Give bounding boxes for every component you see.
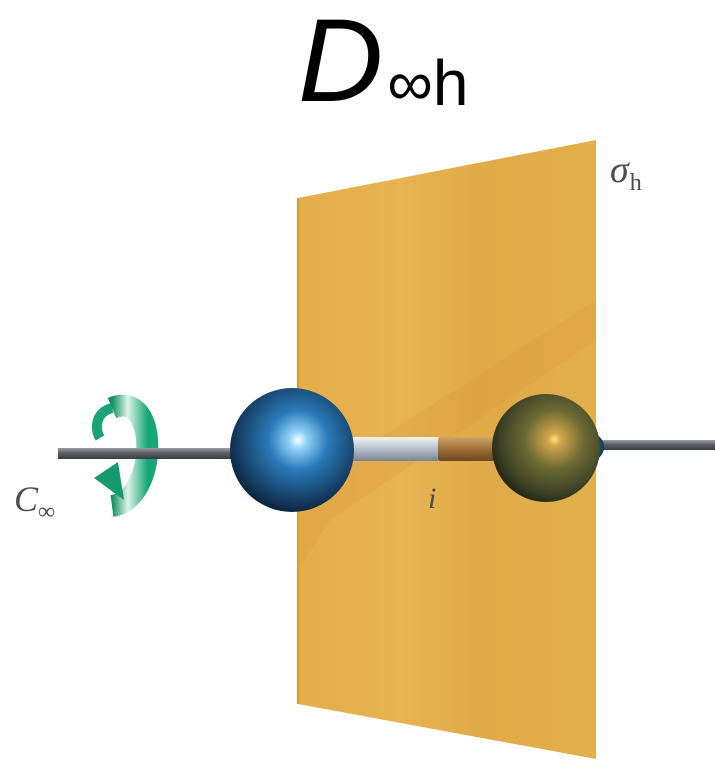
inversion-center-label: i — [428, 482, 437, 515]
rotation-arrow-front — [91, 403, 114, 441]
rotation-arrowhead-icon — [94, 462, 124, 500]
bond-left-half — [346, 437, 440, 461]
atom-right — [492, 394, 600, 502]
mirror-plane-label: σh — [610, 148, 642, 196]
sigma-subscript: h — [629, 170, 642, 196]
point-group-title: D∞h — [298, 2, 468, 120]
axis-symbol: C — [14, 479, 39, 519]
axis-rod-right — [590, 440, 715, 450]
title-main: D — [298, 0, 384, 127]
plane-shadow — [298, 300, 596, 570]
title-subscript: ∞h — [387, 47, 469, 119]
rotation-axis-label: C∞ — [14, 478, 55, 525]
rotation-arrow-icon — [107, 394, 159, 517]
axis-rod-left — [58, 448, 258, 459]
axis-subscript: ∞ — [38, 499, 56, 525]
sigma-symbol: σ — [610, 149, 629, 191]
atom-left — [230, 388, 354, 512]
